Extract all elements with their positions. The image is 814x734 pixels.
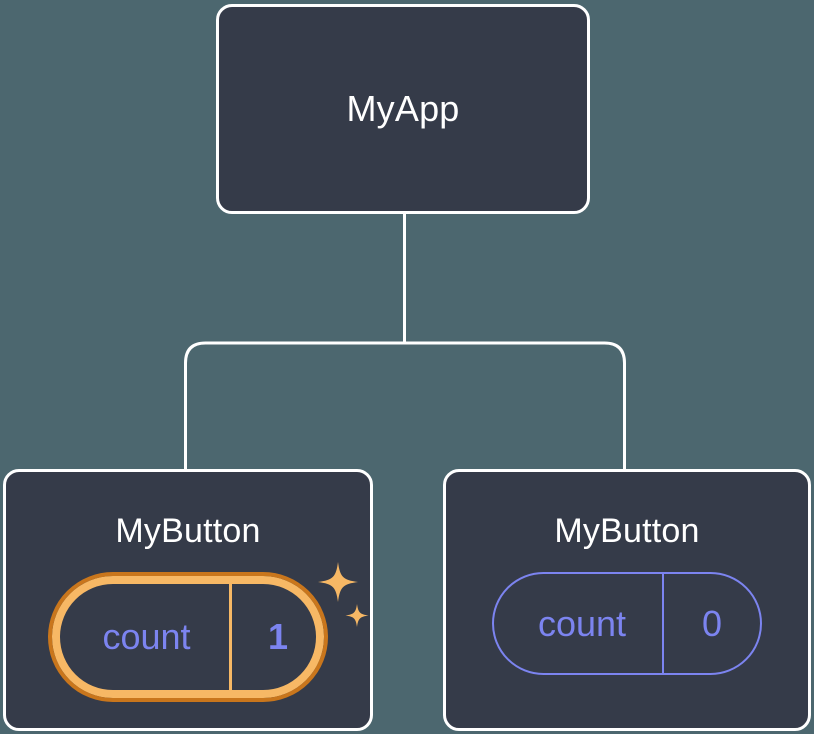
state-value: 1 bbox=[267, 616, 289, 657]
state-pill-wrapper: count 1 bbox=[48, 562, 369, 702]
node-title: MyButton bbox=[554, 512, 700, 550]
state-pill[interactable]: count 0 bbox=[492, 572, 762, 675]
node-child-mybutton-1[interactable]: MyButton count 1 bbox=[3, 469, 373, 731]
state-pill-wrapper: count 0 bbox=[492, 572, 762, 675]
node-child-mybutton-2[interactable]: MyButton count 0 bbox=[443, 469, 811, 731]
state-pill-highlighted[interactable]: count 1 bbox=[48, 572, 328, 702]
state-key: count bbox=[537, 602, 627, 644]
state-key: count bbox=[102, 616, 191, 657]
node-root-myapp[interactable]: MyApp bbox=[216, 4, 590, 214]
node-title: MyApp bbox=[346, 88, 460, 129]
state-value: 0 bbox=[701, 602, 723, 644]
pill-divider bbox=[229, 584, 232, 690]
pill-divider bbox=[662, 574, 664, 673]
node-title: MyButton bbox=[115, 512, 261, 550]
